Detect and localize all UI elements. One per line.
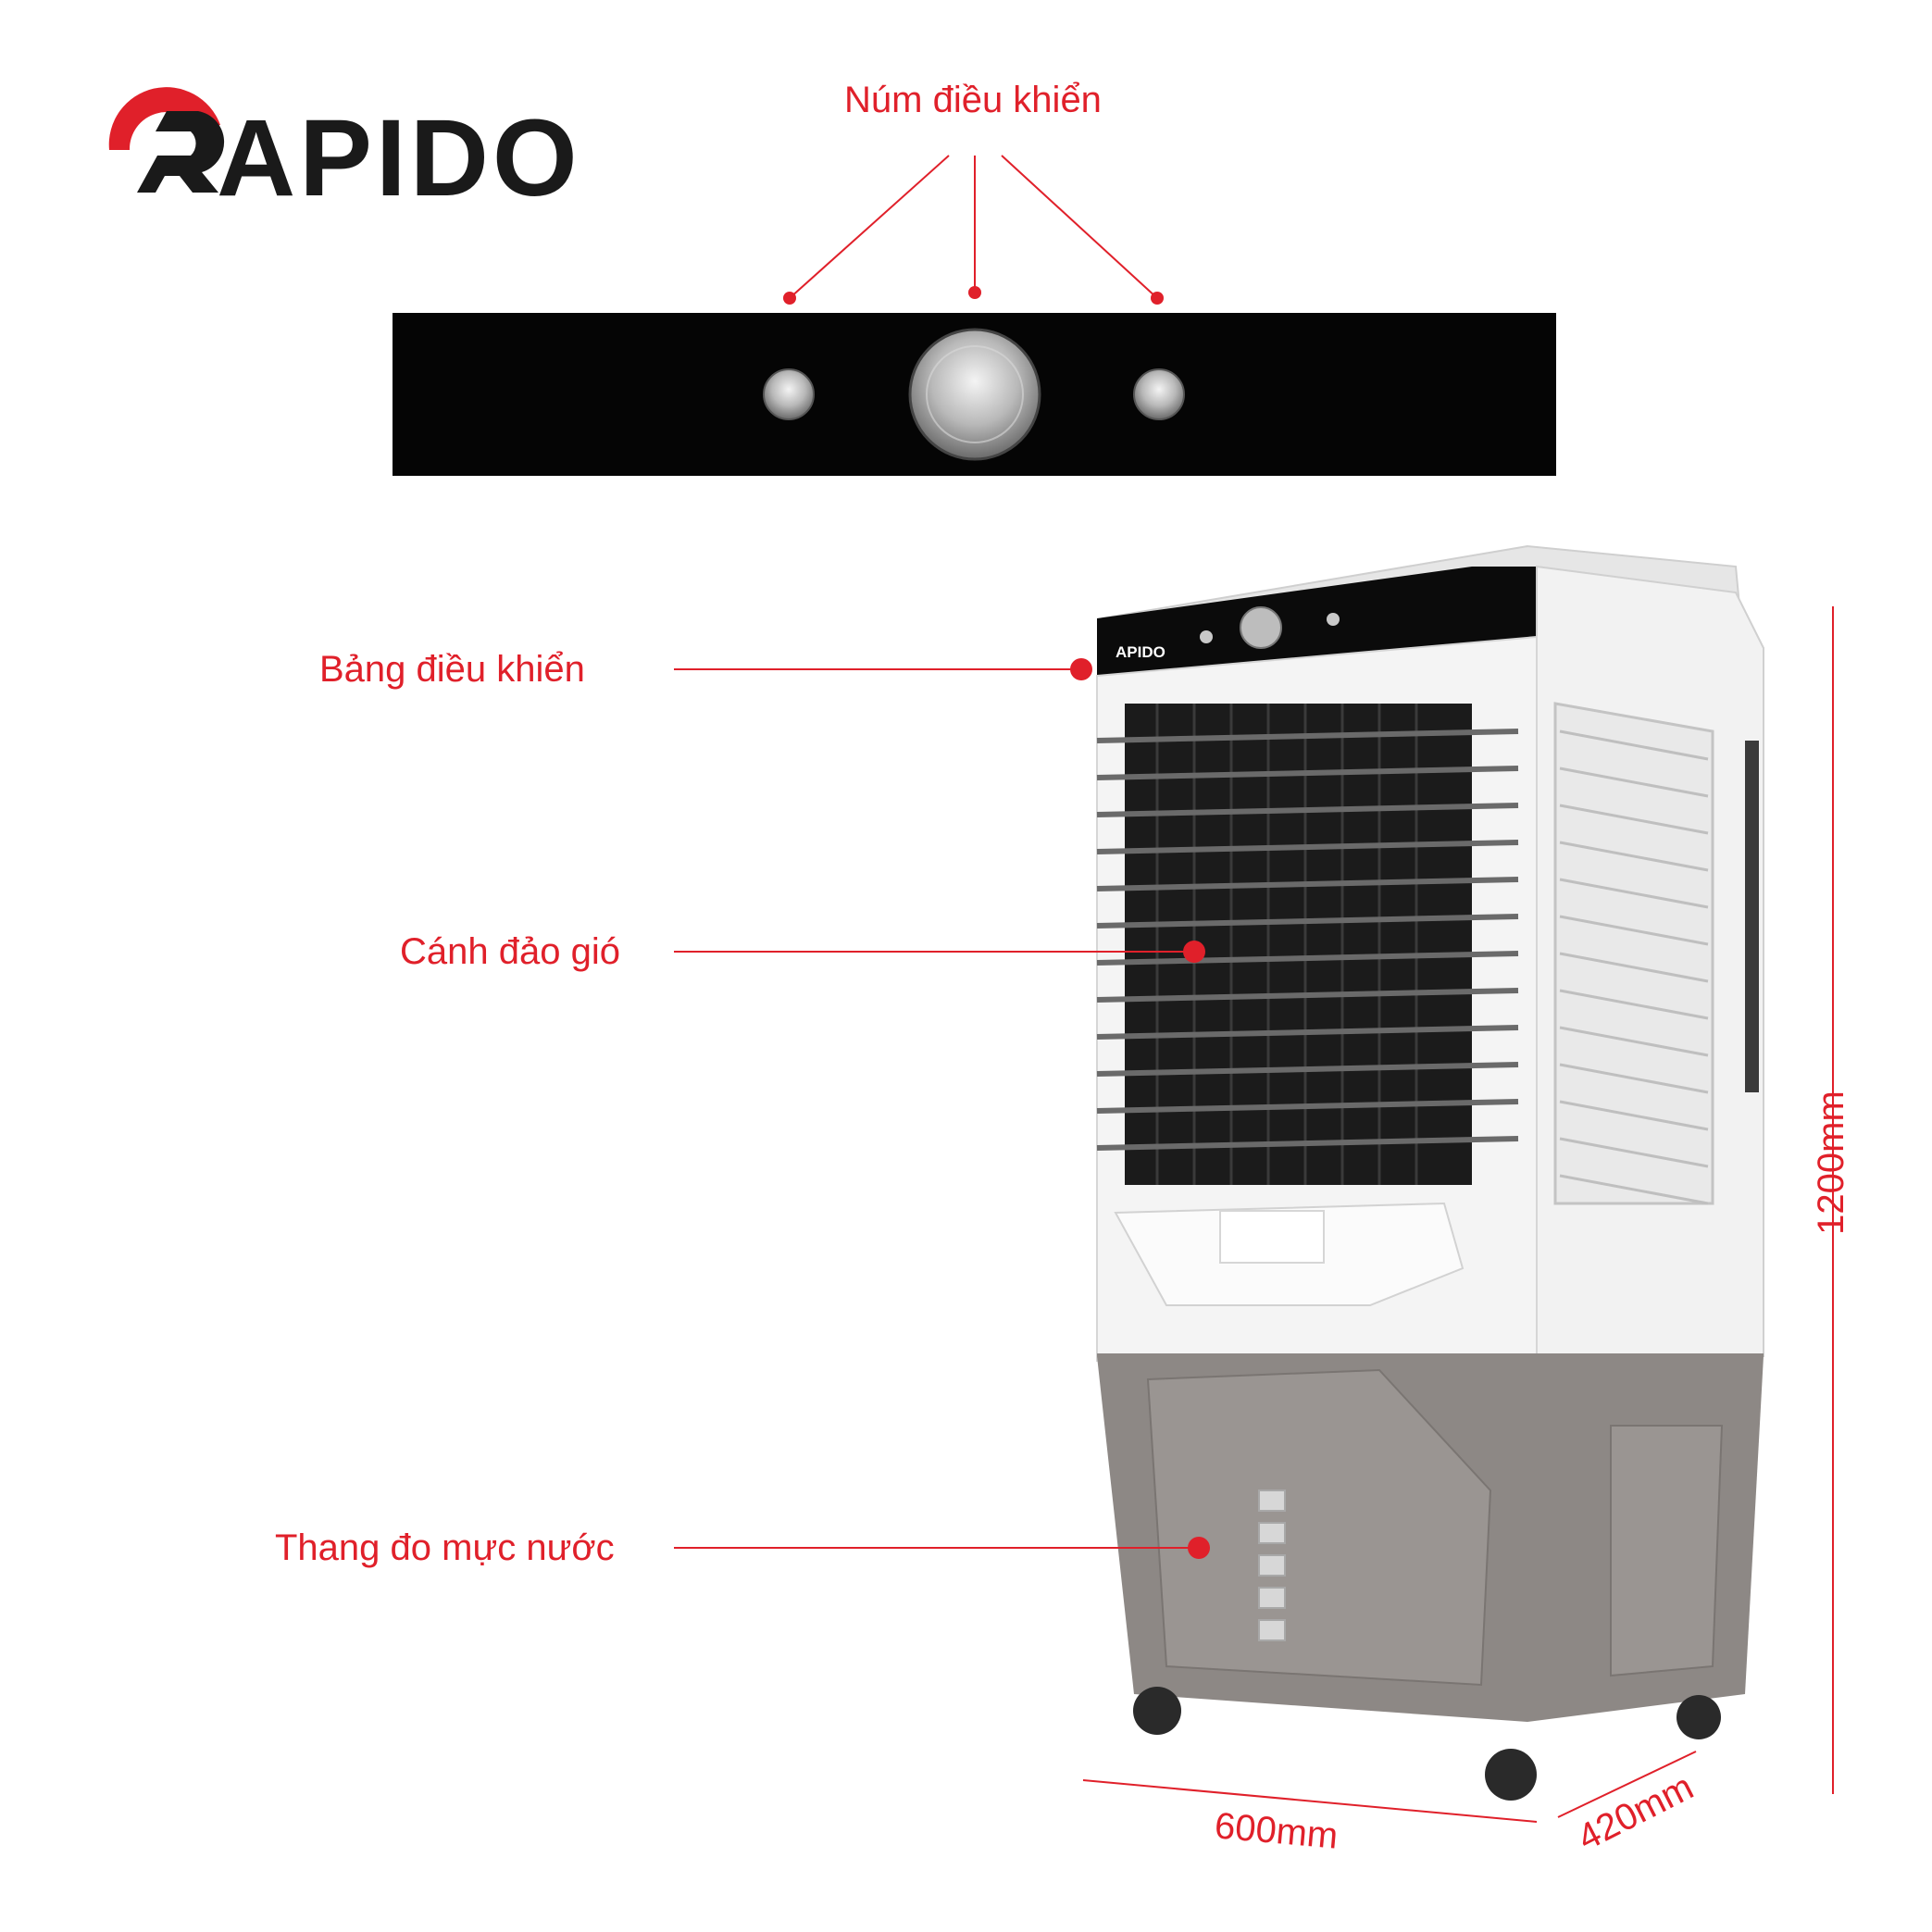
knob-icon[interactable] [763, 368, 815, 420]
callout-water-gauge: Thang đo mực nước [275, 1527, 615, 1568]
callout-louver: Cánh đảo gió [400, 931, 620, 972]
knob-icon[interactable] [908, 328, 1041, 461]
dimension-height: 1200mm [1810, 1091, 1851, 1235]
control-strip-closeup [393, 313, 1556, 476]
product-mini-logo: APIDO [1116, 643, 1165, 661]
knob-icon[interactable] [1133, 368, 1185, 420]
callout-control-knobs: Núm điều khiển [844, 80, 1102, 120]
brand-logo-text: APIDO [217, 97, 581, 219]
callout-control-panel: Bảng điều khiển [319, 649, 585, 690]
rapido-logo-icon [108, 87, 225, 193]
